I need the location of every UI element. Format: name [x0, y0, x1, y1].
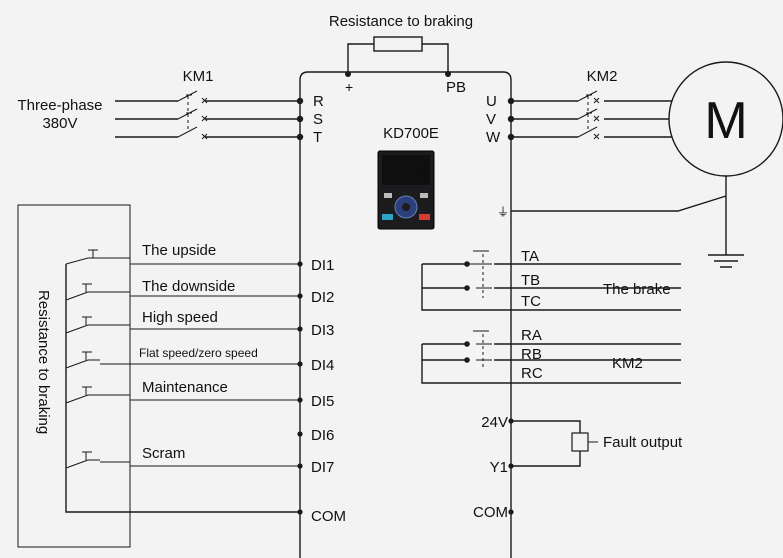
terminal-tb-label: TB [521, 272, 540, 289]
terminal-ra-label: RA [521, 327, 542, 344]
ground-wire [511, 176, 727, 255]
fault-output-label: Fault output [603, 434, 683, 451]
di4-label: DI4 [311, 357, 334, 374]
terminal-rb-label: RB [521, 346, 542, 363]
relay-brake [421, 250, 681, 311]
terminal-com-left [297, 509, 303, 515]
terminal-di5 [297, 397, 303, 403]
com-left-label: COM [311, 508, 346, 525]
terminal-y1-label: Y1 [490, 459, 508, 476]
switch-label-downside: The downside [142, 278, 235, 295]
supply-label-line2: 380V [42, 115, 77, 132]
terminal-rc-label: RC [521, 365, 543, 382]
terminal-com-right-label: COM [473, 504, 508, 521]
model-label: KD700E [383, 125, 439, 142]
ground-terminal-icon: ⏚ [497, 205, 509, 219]
di3-label: DI3 [311, 322, 334, 339]
switch-high-speed[interactable] [65, 316, 300, 334]
terminal-r-label: R [313, 93, 324, 110]
terminal-s-label: S [313, 111, 323, 128]
terminal-u-label: U [486, 93, 497, 110]
di2-label: DI2 [311, 289, 334, 306]
km1-contactor [115, 90, 300, 140]
fault-output-wires [511, 420, 581, 467]
fault-relay-coil [571, 432, 589, 452]
terminal-com-right [508, 509, 514, 515]
control-box [17, 204, 131, 548]
braking-resistor-label: Resistance to braking [329, 13, 473, 30]
switch-flat-speed[interactable] [65, 351, 300, 369]
keypad-display1: F50.00 [390, 159, 422, 170]
km2-coil-label: KM2 [612, 355, 643, 372]
ground-icon [708, 254, 744, 268]
switch-downside[interactable] [65, 283, 300, 301]
switch-maintenance[interactable] [65, 386, 300, 404]
supply-label-line1: Three-phase [17, 97, 102, 114]
di1-label: DI1 [311, 257, 334, 274]
di6-label: DI6 [311, 427, 334, 444]
com-bus [65, 264, 300, 513]
km2-label: KM2 [587, 68, 618, 85]
terminal-tc-label: TC [521, 293, 541, 310]
terminal-w-label: W [486, 129, 501, 146]
di5-label: DI5 [311, 393, 334, 410]
control-box-label: Resistance to braking [35, 290, 52, 434]
switch-label-scram: Scram [142, 445, 185, 462]
terminal-s [296, 115, 304, 123]
keypad-display2: H50.00 [390, 173, 423, 184]
dc-plus-label: + [345, 79, 353, 95]
terminal-ta-label: TA [521, 248, 539, 265]
switch-label-maintenance: Maintenance [142, 379, 228, 396]
braking-resistor [373, 36, 423, 52]
terminal-di3 [297, 326, 303, 332]
terminal-di4 [297, 361, 303, 367]
switch-label-high-speed: High speed [142, 309, 218, 326]
terminal-t-label: T [313, 129, 322, 146]
terminal-t [296, 133, 304, 141]
km2-contactor [511, 90, 677, 140]
dc-pb-label: PB [446, 79, 466, 96]
terminal-di1 [297, 261, 303, 267]
terminal-r [296, 97, 304, 105]
terminal-v-label: V [486, 111, 496, 128]
relay-km2 [421, 330, 681, 384]
inverter-body [299, 71, 512, 558]
terminal-di7 [297, 463, 303, 469]
switch-scram[interactable] [65, 451, 300, 469]
resistor-wires [347, 43, 449, 74]
brake-label: The brake [603, 281, 671, 298]
motor-label: M [704, 92, 747, 150]
terminal-24v-label: 24V [481, 414, 508, 431]
terminal-di6 [297, 431, 303, 437]
km1-label: KM1 [183, 68, 214, 85]
switch-upside[interactable] [65, 249, 300, 265]
switch-label-upside: The upside [142, 242, 216, 259]
switch-label-flat-speed: Flat speed/zero speed [139, 346, 258, 360]
di7-label: DI7 [311, 459, 334, 476]
keypad-image: F50.00 H50.00 [377, 150, 435, 230]
terminal-di2 [297, 293, 303, 299]
